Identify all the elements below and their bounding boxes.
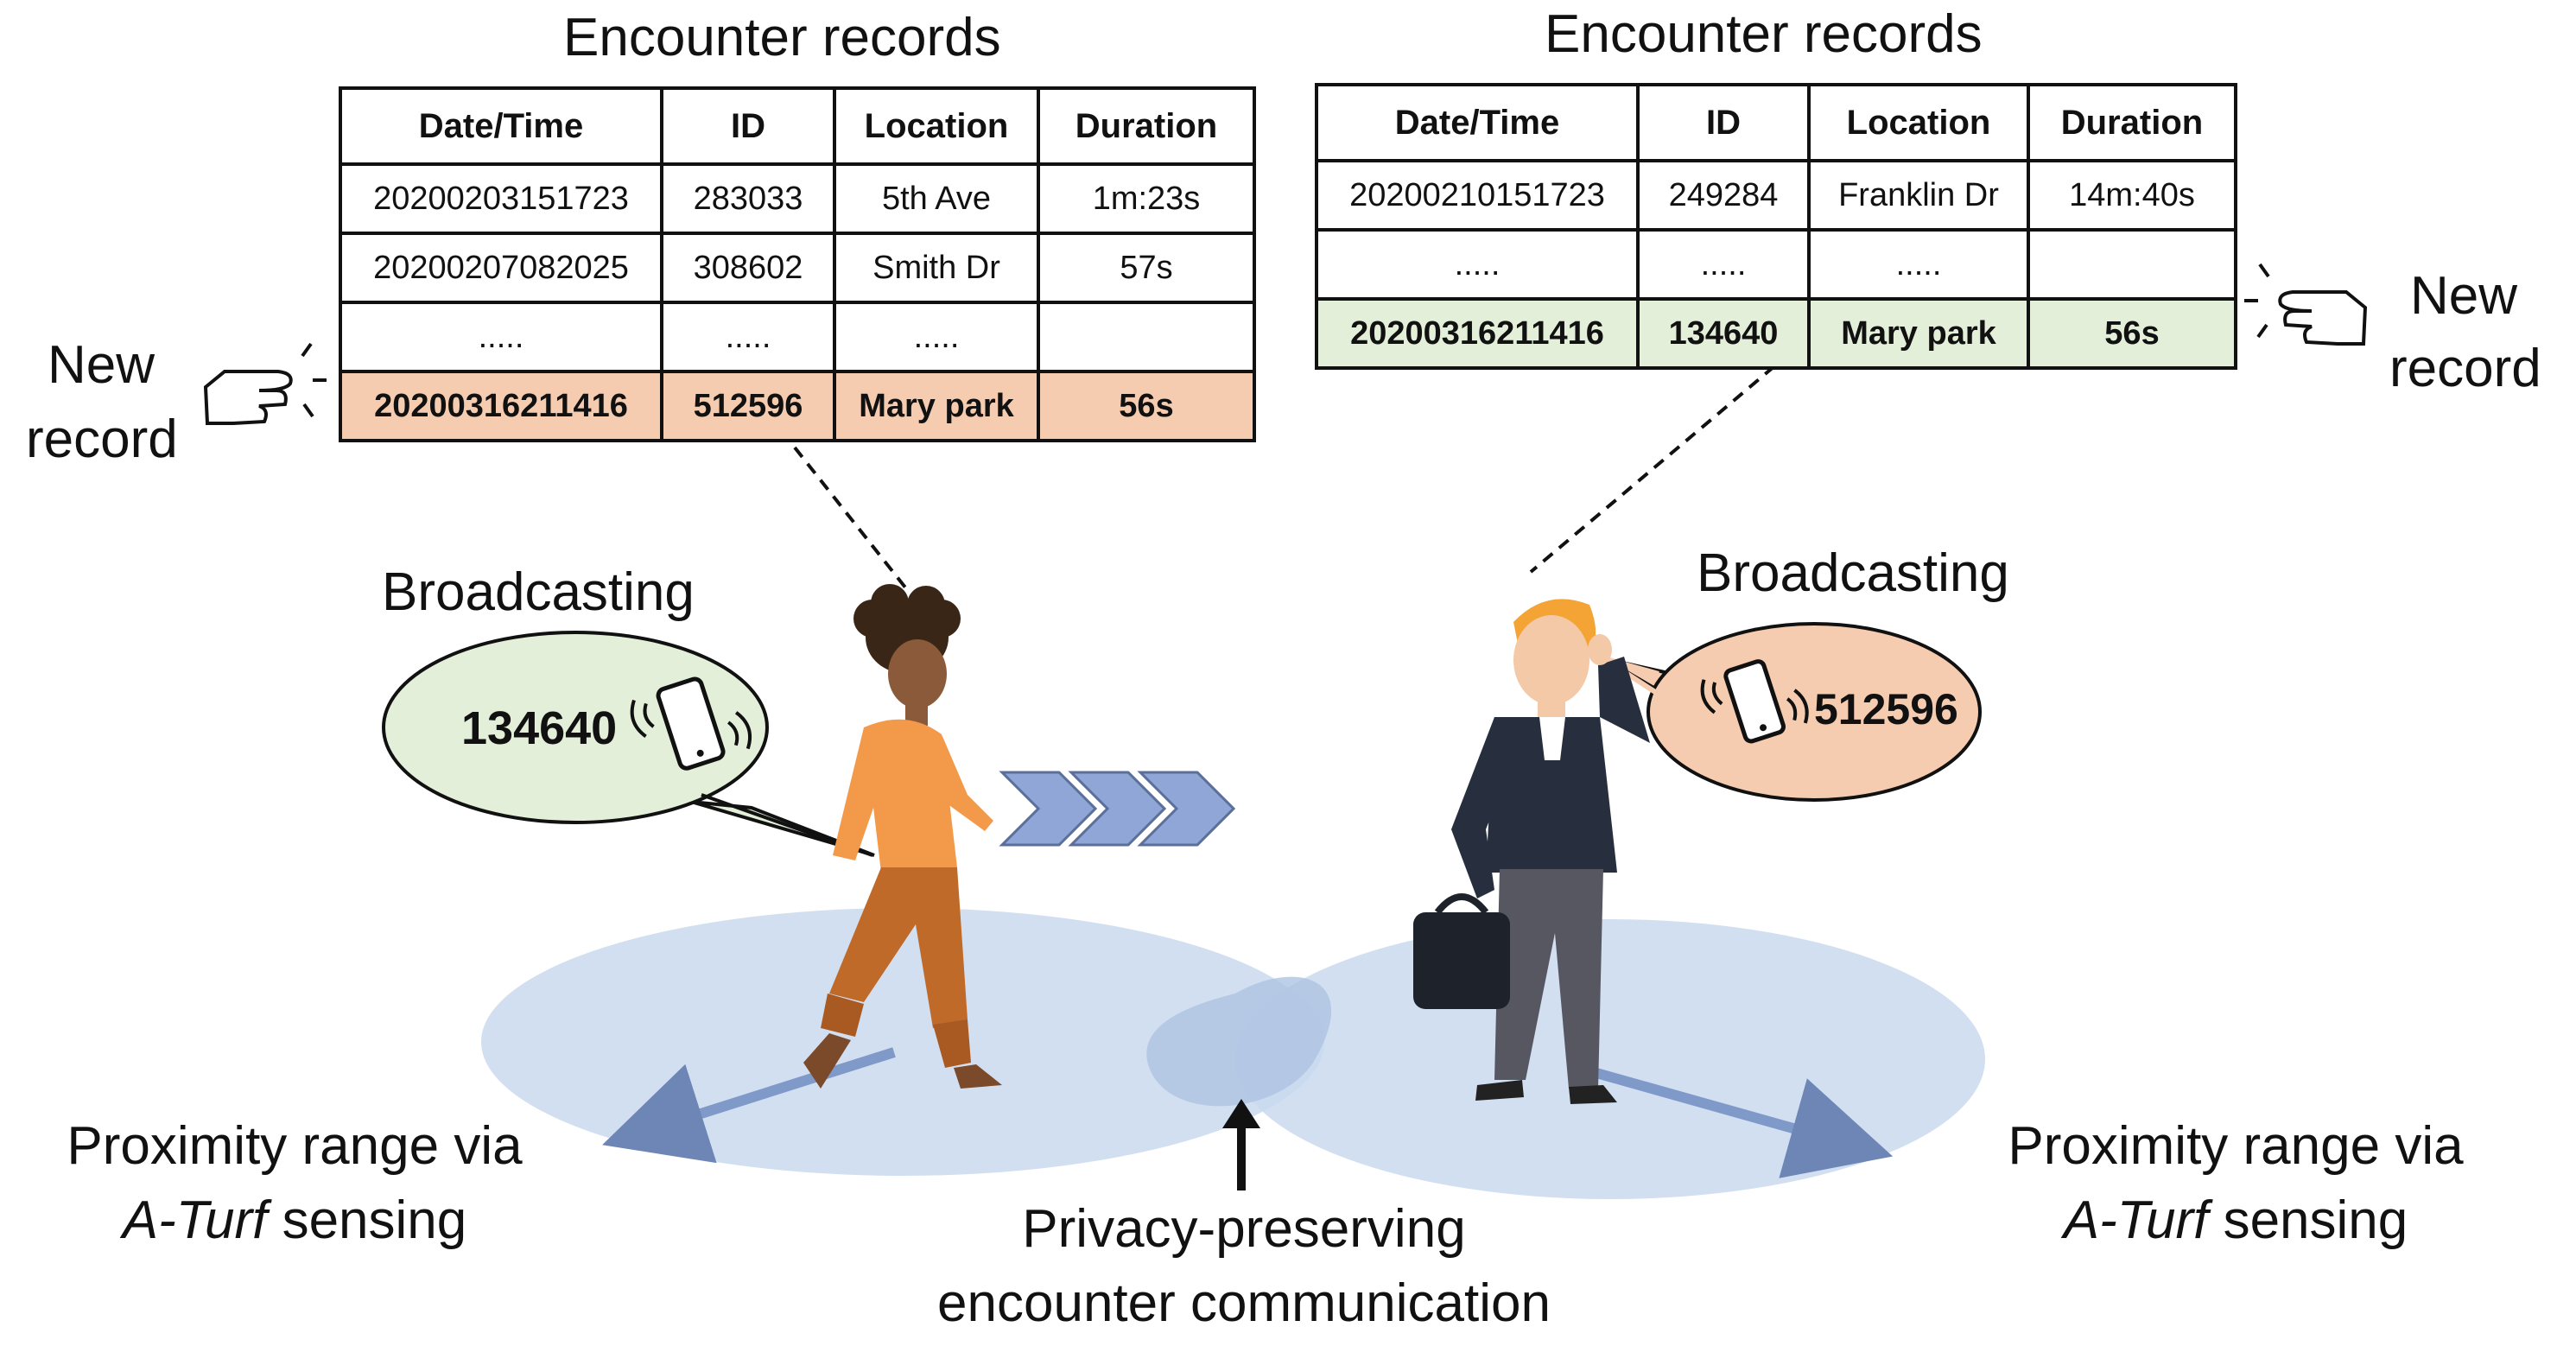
column-header: Date/Time — [1315, 83, 1640, 162]
broadcast-id-left: 134640 — [461, 702, 618, 754]
table-cell: 308602 — [660, 232, 836, 304]
leader-line-right — [1529, 365, 1776, 574]
table-row: ............... — [339, 301, 1256, 373]
broadcast-label-right: Broadcasting — [1697, 543, 2009, 603]
column-header: Date/Time — [339, 86, 663, 166]
pointing-hand-icon-right — [2244, 263, 2368, 346]
proximity-range-right — [1235, 919, 1985, 1199]
table-cell: 14m:40s — [2027, 159, 2237, 232]
table-cell: 283033 — [660, 162, 836, 235]
table-cell: 20200316211416 — [339, 370, 663, 442]
table-cell: ..... — [660, 301, 836, 373]
table-cell: ..... — [1636, 228, 1811, 301]
new-record-label-right: New — [2410, 266, 2518, 326]
leader-line-left — [793, 446, 907, 589]
business-person-illustration — [1413, 599, 1650, 1104]
table-cell: 1m:23s — [1037, 162, 1256, 235]
table-cell: 20200316211416 — [1315, 297, 1640, 370]
table-cell: ..... — [1807, 228, 2030, 301]
center-communication-label: Privacy-preserving encounter communicati… — [937, 1199, 1551, 1333]
broadcast-id-right: 512596 — [1814, 685, 1958, 733]
column-header: Location — [833, 86, 1040, 166]
table-cell: ..... — [1315, 228, 1640, 301]
phone-icon-right — [1700, 659, 1809, 744]
range-arrow-right — [1595, 1068, 1894, 1178]
table-cell: 56s — [1037, 370, 1256, 442]
column-header: Duration — [1037, 86, 1256, 166]
table-cell: Mary park — [1807, 297, 2030, 370]
walking-person-illustration — [803, 584, 1002, 1089]
table-cell — [2027, 228, 2237, 301]
table-cell: ..... — [339, 301, 663, 373]
direction-chevrons — [999, 771, 1236, 847]
left-table-heading: Encounter records — [563, 8, 1001, 67]
table-row: ............... — [1315, 228, 2237, 301]
broadcast-label-left: Broadcasting — [382, 562, 695, 622]
table-cell: 5th Ave — [833, 162, 1040, 235]
new-record-label-right-2: record — [2389, 339, 2541, 398]
broadcast-bubble-left — [382, 631, 875, 857]
table-cell: 20200203151723 — [339, 162, 663, 235]
column-header: Location — [1807, 83, 2030, 162]
table-cell: 57s — [1037, 232, 1256, 304]
table-cell: Smith Dr — [833, 232, 1040, 304]
range-arrow-left — [602, 1047, 896, 1164]
proximity-label-right: Proximity range via A-Turf sensing — [2008, 1116, 2464, 1250]
column-header: Duration — [2027, 83, 2237, 162]
pointing-hand-icon-left — [203, 342, 327, 425]
new-record-label-left-2: record — [26, 410, 178, 469]
phone-icon-left — [630, 676, 752, 771]
new-record-label-left: New — [47, 335, 155, 395]
table-cell: 20200207082025 — [339, 232, 663, 304]
communication-arrow-head — [1222, 1099, 1260, 1128]
proximity-overlap — [1146, 976, 1332, 1107]
table-cell: Mary park — [833, 370, 1040, 442]
table-cell: 249284 — [1636, 159, 1811, 232]
proximity-label-left: Proximity range via A-Turf sensing — [67, 1116, 523, 1250]
table-cell: 56s — [2027, 297, 2237, 370]
table-cell: 512596 — [660, 370, 836, 442]
table-cell — [1037, 301, 1256, 373]
table-cell: 134640 — [1636, 297, 1811, 370]
column-header: ID — [660, 86, 836, 166]
table-cell: ..... — [833, 301, 1040, 373]
table-cell: Franklin Dr — [1807, 159, 2030, 232]
right-table-heading: Encounter records — [1545, 4, 1983, 64]
table-cell: 20200210151723 — [1315, 159, 1640, 232]
column-header: ID — [1636, 83, 1811, 162]
